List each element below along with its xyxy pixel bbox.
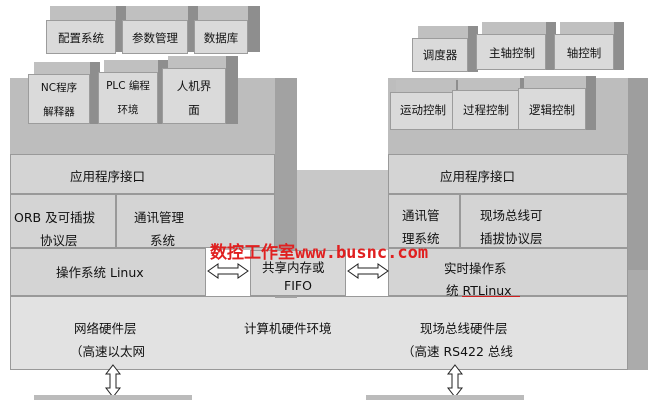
right-comm-label-2: 理系统 (402, 231, 440, 246)
right-double-arrow (347, 263, 389, 279)
right-comm-layer (388, 194, 460, 248)
cube-side (90, 62, 100, 124)
left-tower-side (275, 78, 297, 298)
module-label: 主轴控制 (489, 46, 535, 60)
cube-side (468, 26, 478, 72)
module-logic-control (518, 88, 586, 130)
cube-side (188, 6, 198, 52)
shared-memory-box (250, 250, 346, 296)
cube-side (248, 6, 260, 52)
module-axis-control (554, 34, 614, 70)
module-hmi (162, 68, 226, 124)
cube-top (458, 78, 520, 92)
fifo-label: FIFO (284, 278, 312, 293)
module-label: 配置系统 (58, 31, 104, 45)
module-label: NC程序 (40, 82, 78, 94)
module-param-management (122, 20, 188, 54)
left-comm-layer (116, 194, 275, 248)
left-net-label-2: （高速以太网 (70, 344, 146, 359)
right-api-label: 应用程序接口 (440, 169, 516, 184)
watermark: 数控工作室www.busnc.com (210, 243, 429, 263)
cube-top (524, 76, 588, 90)
left-api-label: 应用程序接口 (70, 169, 146, 184)
module-label: 面 (188, 103, 200, 117)
module-label: 运动控制 (400, 103, 446, 117)
cube-top (104, 60, 158, 74)
right-bottom-bar (366, 395, 524, 400)
left-comm-label: 通讯管理 (134, 210, 185, 225)
module-label: PLC 编程 (106, 80, 150, 92)
left-double-arrow (207, 263, 249, 279)
right-fieldbus-label-2: 插拔协议层 (480, 231, 543, 246)
right-rtos-layer (388, 248, 628, 296)
left-os-label: 操作系统 Linux (56, 265, 144, 280)
base-platform (10, 296, 628, 370)
cube-side (586, 76, 596, 130)
right-vertical-arrow (446, 364, 464, 398)
module-label: 调度器 (422, 48, 458, 62)
cube-top (168, 56, 226, 70)
shared-memory-label: 共享内存或 (262, 260, 325, 275)
left-vertical-arrow (104, 364, 122, 398)
module-label: 人机界 (176, 79, 212, 93)
left-orb-label: ORB 及可插拔 (14, 210, 96, 225)
module-process-control (452, 90, 520, 130)
left-net-label: 网络硬件层 (74, 321, 137, 336)
module-label: 参数管理 (132, 31, 178, 45)
cube-side (614, 22, 624, 70)
left-orb-layer (10, 194, 116, 248)
cube-top (198, 6, 248, 20)
right-fieldbus-layer (460, 194, 628, 248)
module-database (194, 20, 248, 54)
left-os-layer (10, 248, 206, 296)
module-label: 环境 (117, 104, 139, 116)
left-comm-label-2: 系统 (150, 233, 176, 248)
module-label: 过程控制 (463, 103, 509, 117)
module-config-system (46, 20, 116, 54)
left-orb-label-2: 协议层 (40, 233, 78, 248)
module-plc-env (98, 72, 158, 124)
cube-side (116, 6, 126, 52)
cube-side (546, 22, 556, 70)
module-label: 轴控制 (566, 46, 602, 60)
rtlinux-underline (462, 296, 520, 297)
module-label: 数据库 (203, 31, 239, 45)
module-label: 逻辑控制 (529, 103, 575, 117)
cube-top (34, 62, 90, 76)
cube-top (396, 80, 456, 94)
module-scheduler (412, 38, 468, 72)
left-bottom-bar (34, 395, 192, 400)
module-spindle-control (476, 34, 546, 70)
module-nc-interpreter (28, 74, 90, 124)
cube-side (226, 56, 238, 124)
right-rtos-label: 实时操作系 (444, 261, 507, 276)
cube-top (418, 26, 468, 40)
right-field-hw-label: 现场总线硬件层 (420, 321, 508, 336)
base-platform-side (628, 270, 648, 370)
cube-top (50, 6, 116, 20)
module-label: 解释器 (43, 106, 75, 118)
left-api-layer (10, 154, 275, 194)
cube-top (126, 6, 188, 20)
right-field-hw-label-2: （高速 RS422 总线 (402, 344, 513, 359)
right-api-layer (388, 154, 628, 194)
hardware-env-label: 计算机硬件环境 (244, 321, 332, 336)
cube-top (560, 22, 616, 36)
cube-top (482, 22, 546, 36)
right-fieldbus-label: 现场总线可 (480, 208, 543, 223)
right-rtos-label-2: 统 RTLinux (446, 283, 512, 298)
right-comm-label: 通讯管 (402, 208, 440, 223)
right-tower-side (628, 78, 648, 270)
